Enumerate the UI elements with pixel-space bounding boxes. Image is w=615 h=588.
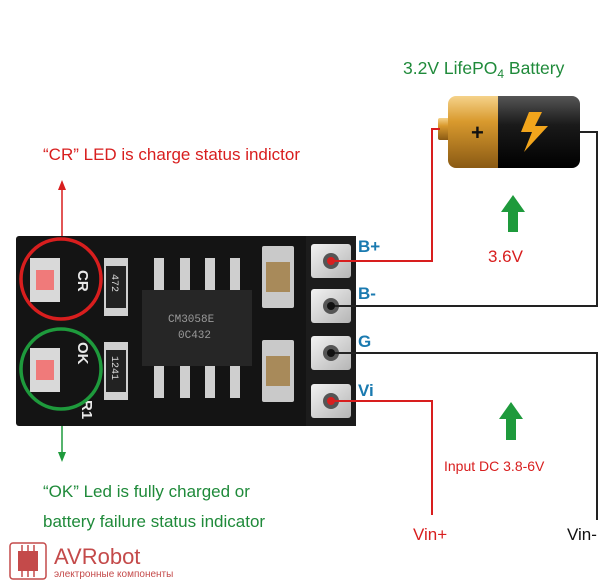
battery-plus-sign: + — [471, 120, 484, 145]
chip-icon — [18, 551, 38, 571]
ok-annotation-line1: “OK” Led is fully charged or — [43, 482, 250, 501]
pin-label-vi: Vi — [358, 381, 374, 400]
capacitor-bottom — [262, 340, 294, 402]
capacitor-top — [262, 246, 294, 308]
wire-g — [331, 352, 598, 520]
svg-text:472: 472 — [108, 274, 119, 292]
logo-tagline: электронные компоненты — [54, 569, 173, 580]
dot-g — [327, 349, 335, 357]
ok-highlight-ring — [19, 327, 103, 411]
pin-label-g: G — [358, 332, 371, 351]
dot-vi — [327, 397, 335, 405]
pin-label-b-plus: B+ — [358, 237, 380, 256]
cr-highlight-ring — [19, 237, 103, 321]
svg-text:0C432: 0C432 — [178, 330, 211, 342]
board-label-cr: CR — [74, 270, 91, 292]
input-arrow-icon — [499, 402, 523, 440]
board-label-ok: OK — [74, 342, 91, 365]
charge-voltage: 3.6V — [488, 247, 524, 266]
charge-arrow-icon — [501, 195, 525, 232]
ic-pins — [154, 258, 240, 398]
dot-b-plus — [327, 257, 335, 265]
battery-title: 3.2V LifePO4 Battery — [403, 58, 565, 81]
cr-annotation: “CR” LED is charge status indictor — [43, 145, 300, 164]
dot-b-minus — [327, 302, 335, 310]
input-voltage-label: Input DC 3.8-6V — [444, 458, 545, 474]
logo-name: AVRobot — [54, 544, 140, 569]
avrobot-logo: AVRobot электронные компоненты — [9, 542, 173, 580]
vin-minus-label: Vin- — [567, 525, 597, 544]
battery-icon: + — [438, 96, 580, 168]
svg-text:CM3058E: CM3058E — [168, 314, 215, 326]
vin-plus-label: Vin+ — [413, 525, 447, 544]
led-ok — [30, 348, 60, 392]
resistor-top: 472 — [104, 258, 128, 316]
cr-leader-arrow — [58, 180, 66, 238]
resistor-bottom: 1241 — [104, 342, 128, 400]
svg-text:1241: 1241 — [108, 356, 119, 380]
wires — [331, 128, 598, 520]
pin-label-b-minus: B- — [358, 284, 376, 303]
wire-b-plus — [331, 128, 440, 262]
wire-vi — [331, 400, 433, 515]
wire-b-minus — [331, 131, 598, 307]
led-cr — [30, 258, 60, 302]
lightning-icon — [521, 112, 548, 152]
ic-chip: CM3058E 0C432 — [142, 290, 252, 366]
ok-annotation-line2: battery failure status indicator — [43, 512, 265, 531]
